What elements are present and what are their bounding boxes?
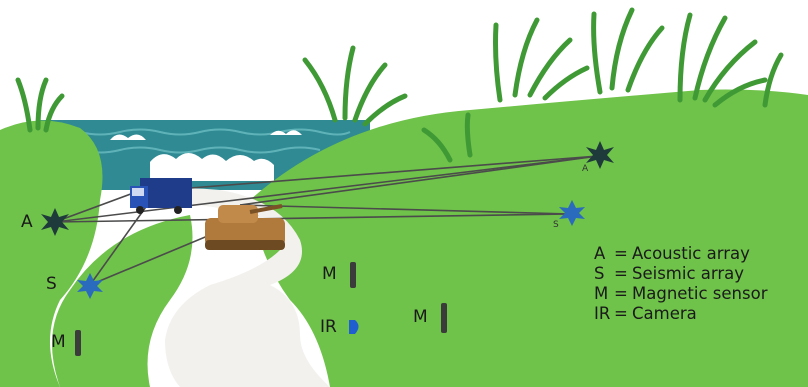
legend: A=Acoustic array S=Seismic array M=Magne…	[594, 244, 767, 324]
legend-meaning: Camera	[632, 304, 697, 323]
label-magnetic-center: M	[322, 266, 337, 283]
magnetic-sensor-center-icon	[350, 262, 356, 288]
legend-code: S	[594, 264, 614, 284]
legend-meaning: Seismic array	[632, 264, 744, 283]
legend-row: M=Magnetic sensor	[594, 284, 767, 304]
label-seismic-left: S	[46, 276, 57, 293]
label-seismic-right: S	[553, 221, 559, 230]
magnetic-sensor-left-icon	[75, 330, 81, 356]
label-magnetic-right: M	[413, 309, 428, 326]
legend-meaning: Magnetic sensor	[632, 284, 767, 303]
legend-meaning: Acoustic array	[632, 244, 750, 263]
legend-code: M	[594, 284, 614, 304]
label-acoustic-left: A	[21, 214, 33, 231]
legend-code: A	[594, 244, 614, 264]
legend-row: IR=Camera	[594, 304, 767, 324]
legend-row: A=Acoustic array	[594, 244, 767, 264]
label-magnetic-left: M	[51, 334, 66, 351]
legend-code: IR	[594, 304, 614, 324]
legend-row: S=Seismic array	[594, 264, 767, 284]
label-acoustic-right: A	[582, 165, 588, 174]
magnetic-sensor-right-icon	[441, 303, 447, 333]
label-ir: IR	[320, 319, 337, 336]
